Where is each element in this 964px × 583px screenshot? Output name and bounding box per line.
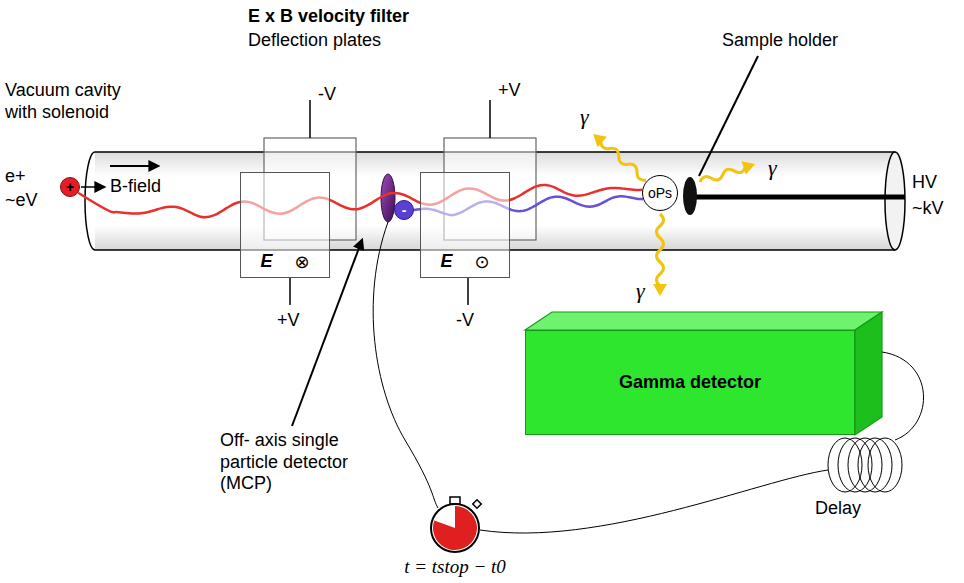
- gamma-ray: [653, 214, 667, 296]
- part-label: Sample holder: [722, 30, 838, 52]
- node-text: +: [66, 180, 74, 194]
- voltage-label: +V: [277, 310, 300, 332]
- signal-cable: [480, 470, 828, 533]
- diagram-title: E x B velocity filter: [248, 6, 409, 28]
- positron-particle: +: [60, 177, 80, 197]
- voltage-label: +V: [498, 80, 521, 102]
- node-text: -: [402, 203, 407, 217]
- detector-top-face: [525, 312, 882, 330]
- chamber-label: Vacuum cavity with solenoid: [5, 80, 155, 123]
- particle-label: e+: [5, 166, 26, 188]
- voltage-label: -V: [456, 310, 474, 332]
- plate-lead: [309, 100, 311, 138]
- node-text: Gamma detector: [619, 372, 761, 394]
- voltage-label: ~kV: [912, 198, 944, 220]
- gamma-ray: [589, 129, 651, 185]
- caption-text: Deflection plates: [248, 30, 381, 52]
- field-arrow: [110, 165, 158, 167]
- plate-lead: [289, 278, 291, 305]
- voltage-label: HV: [912, 172, 937, 194]
- motion-arrow: [81, 186, 104, 188]
- formula-label: t = tstop − t0: [404, 556, 506, 579]
- leader-line: [699, 56, 758, 176]
- mcp-detector: [381, 174, 395, 222]
- deflection-plate: E⊗: [240, 172, 330, 278]
- node-text: E: [440, 251, 452, 273]
- positronium-atom: oPs: [642, 175, 678, 211]
- node-text: ⊙: [474, 251, 489, 273]
- node-text: E: [260, 251, 272, 273]
- field-label: B-field: [110, 176, 161, 198]
- voltage-label: -V: [318, 84, 336, 106]
- gamma-detector: Gamma detector: [525, 330, 855, 435]
- deflection-plate: E⊙: [420, 172, 510, 278]
- positron-beam: [78, 185, 642, 217]
- signal-cable: [882, 352, 924, 440]
- node-text: ⊗: [294, 251, 309, 273]
- hv-rod: [696, 195, 905, 200]
- part-label: Off- axis single particle detector (MCP): [220, 430, 385, 495]
- sample-holder: [683, 177, 697, 215]
- node-text: oPs: [648, 186, 672, 200]
- delay-coil: [828, 438, 902, 492]
- gamma-symbol: γ: [636, 278, 645, 304]
- gamma-ray: [698, 157, 757, 188]
- plate-lead: [489, 100, 491, 138]
- detector-side-face: [855, 312, 882, 435]
- stopwatch: [431, 497, 481, 552]
- vacuum-tube-end: [885, 152, 905, 250]
- energy-label: ~eV: [5, 190, 38, 212]
- gamma-symbol: γ: [580, 104, 589, 130]
- gamma-symbol: γ: [768, 155, 777, 181]
- plate-lead: [467, 278, 469, 305]
- part-label: Delay: [815, 498, 861, 520]
- electron-particle: -: [394, 200, 414, 220]
